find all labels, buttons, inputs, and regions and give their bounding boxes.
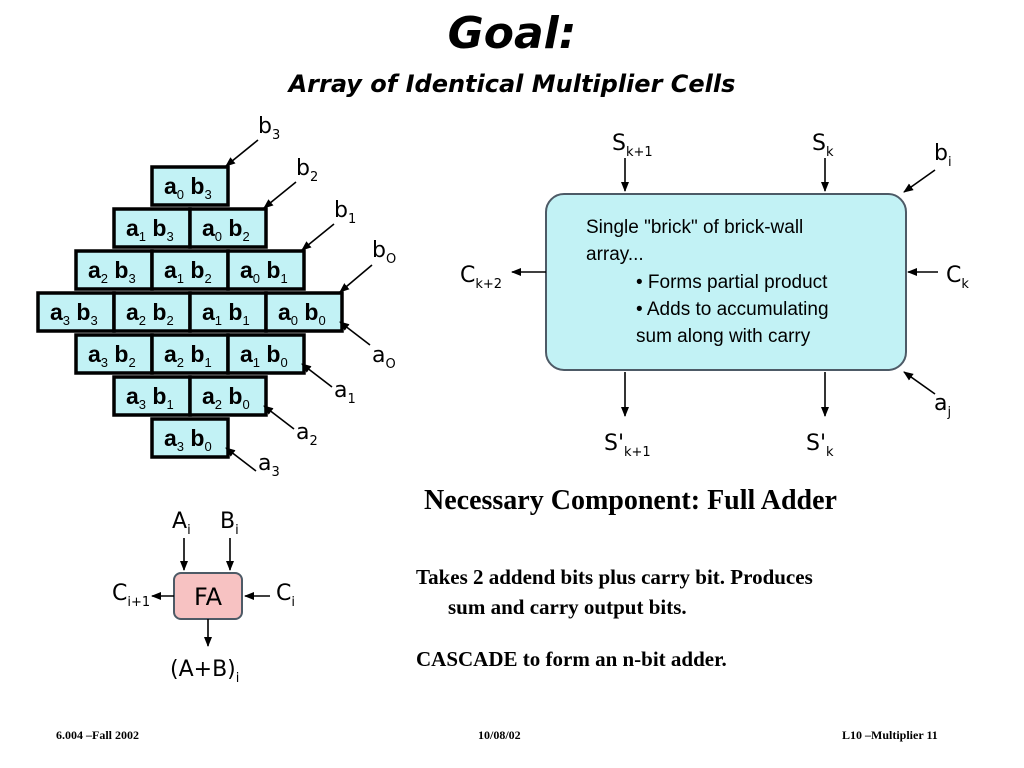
slide-subtitle: Array of Identical Multiplier Cells xyxy=(288,70,736,98)
multiplier-array: a0 b3 a1 b3 a0 b2 a2 b3 a1 b2 a0 b1 a3 b3 a2 b2… xyxy=(36,165,344,459)
s-k1-out-label: S'k+1 xyxy=(604,431,651,460)
brick-line2: array... xyxy=(586,244,644,265)
fa-a-label: Ai xyxy=(172,509,191,538)
array-cell-label: a0 b0 xyxy=(278,299,326,328)
s-k1-in-label: Sk+1 xyxy=(612,131,653,160)
array-cell-label: a0 b3 xyxy=(164,173,212,202)
array-cell: a3 b3 xyxy=(36,291,116,333)
array-cell: a2 b0 xyxy=(188,375,268,417)
array-cell-box xyxy=(188,207,268,249)
array-cell-box xyxy=(112,375,192,417)
array-cell-label: a3 b1 xyxy=(126,383,174,412)
array-cell-label: a3 b2 xyxy=(88,341,136,370)
b-input-arrows xyxy=(225,139,373,293)
a3-label: a3 xyxy=(258,451,280,480)
array-cell-box xyxy=(226,333,306,375)
array-cell: a2 b1 xyxy=(150,333,230,375)
array-cell: a0 b2 xyxy=(188,207,268,249)
array-cell-box xyxy=(74,249,154,291)
footer-slide-id: L10 –Multiplier 11 xyxy=(842,728,938,742)
fa-label: FA xyxy=(194,583,223,611)
b1-label: b1 xyxy=(334,198,356,227)
array-cell-label: a2 b2 xyxy=(126,299,174,328)
full-adder-heading: Necessary Component: Full Adder xyxy=(424,485,837,516)
array-cell: a0 b1 xyxy=(226,249,306,291)
array-cell-label: a3 b3 xyxy=(50,299,98,328)
s-k-out-label: S'k xyxy=(806,431,834,460)
fa-arrows xyxy=(151,538,270,647)
array-cell-label: a1 b2 xyxy=(164,257,212,286)
array-cell: a3 b0 xyxy=(150,417,230,459)
footer-course: 6.004 –Fall 2002 xyxy=(56,728,139,742)
array-cell: a3 b2 xyxy=(74,333,154,375)
array-cell-box xyxy=(112,291,192,333)
c-k-label: Ck xyxy=(946,263,969,292)
footer-date: 10/08/02 xyxy=(478,728,521,742)
array-cell-label: a2 b0 xyxy=(202,383,250,412)
array-cell-label: a2 b3 xyxy=(88,257,136,286)
s-k-in-label: Sk xyxy=(812,131,834,160)
array-cell: a1 b2 xyxy=(150,249,230,291)
b2-label: b2 xyxy=(296,156,318,185)
array-cell: a0 b0 xyxy=(264,291,344,333)
array-cell: a0 b3 xyxy=(150,165,230,207)
fa-cout-label: Ci+1 xyxy=(112,581,150,610)
array-cell-box xyxy=(112,207,192,249)
array-cell-label: a1 b3 xyxy=(126,215,174,244)
array-cell-label: a2 b1 xyxy=(164,341,212,370)
brick-bullet1: • Forms partial product xyxy=(636,272,828,293)
array-cell-box xyxy=(150,333,230,375)
c-k2-label: Ck+2 xyxy=(460,263,502,292)
fa-sum-label: (A+B)i xyxy=(170,657,239,686)
brick-line1: Single "brick" of brick-wall xyxy=(586,217,803,238)
a1-label: a1 xyxy=(334,378,356,407)
array-cell-box xyxy=(188,291,268,333)
array-cell-box xyxy=(150,165,230,207)
array-cell: a2 b2 xyxy=(112,291,192,333)
a2-label: a2 xyxy=(296,420,318,449)
array-cell-box xyxy=(188,375,268,417)
array-cell-label: a3 b0 xyxy=(164,425,212,454)
array-cell: a1 b3 xyxy=(112,207,192,249)
array-cell-box xyxy=(226,249,306,291)
array-cell-label: a1 b1 xyxy=(202,299,250,328)
brick-arrows xyxy=(511,158,938,417)
fa-cin-label: Ci xyxy=(276,581,295,610)
array-cell-label: a0 b1 xyxy=(240,257,288,286)
array-cell-label: a0 b2 xyxy=(202,215,250,244)
a-j-label: aj xyxy=(934,391,951,420)
array-cell: a1 b0 xyxy=(226,333,306,375)
brick-bullet2: • Adds to accumulating xyxy=(636,299,829,320)
slide-title: Goal: xyxy=(447,8,577,59)
array-cell-label: a1 b0 xyxy=(240,341,288,370)
a0-label: aO xyxy=(372,343,396,372)
b-i-label: bi xyxy=(934,141,952,170)
brick-bullet3: sum along with carry xyxy=(636,326,811,347)
fa-b-label: Bi xyxy=(220,509,239,538)
para1-line1: Takes 2 addend bits plus carry bit. Prod… xyxy=(416,565,813,589)
array-cell: a2 b3 xyxy=(74,249,154,291)
a-input-arrows xyxy=(225,321,371,472)
brick-box xyxy=(545,193,907,371)
para1-line2: sum and carry output bits. xyxy=(448,595,687,619)
array-cell: a1 b1 xyxy=(188,291,268,333)
array-cell-box xyxy=(264,291,344,333)
para2: CASCADE to form an n-bit adder. xyxy=(416,647,727,671)
b0-label: bO xyxy=(372,238,396,267)
b3-label: b3 xyxy=(258,114,280,143)
array-cell-box xyxy=(150,417,230,459)
array-cell-box xyxy=(74,333,154,375)
array-cell: a3 b1 xyxy=(112,375,192,417)
